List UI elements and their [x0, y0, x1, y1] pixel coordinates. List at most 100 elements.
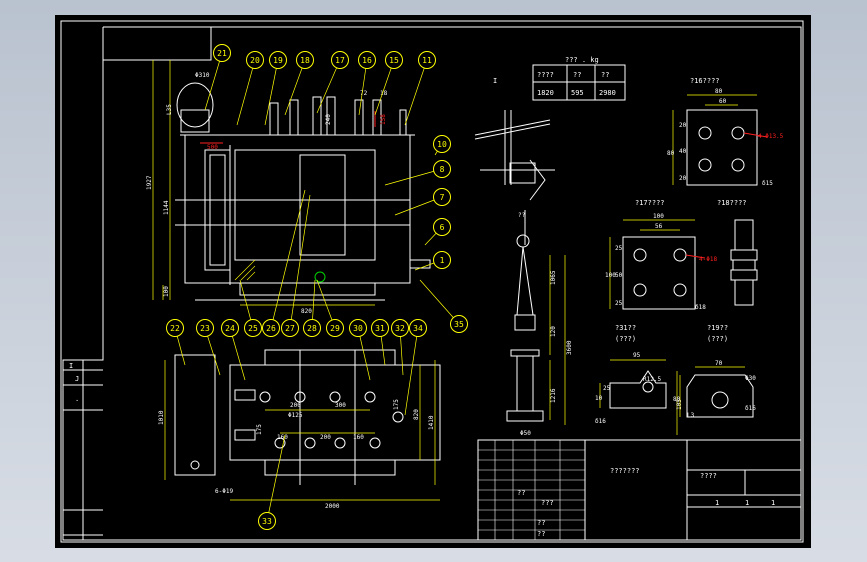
- d19-dim-phi30: Φ30: [745, 375, 756, 382]
- d16-dim-20b: 20: [679, 175, 687, 182]
- plan-dimensions: [164, 360, 440, 501]
- callout-17: 17: [335, 56, 345, 65]
- dim-120: 120: [550, 326, 557, 337]
- callout-circle-23: [196, 319, 214, 337]
- callout-circle-26: [262, 319, 280, 337]
- weight-table: ??? . kg ???? ?? ?? 1820 595 2980: [532, 56, 626, 101]
- callout-35: 35: [454, 320, 464, 329]
- callout-10: 10: [437, 140, 447, 149]
- titleblock-cell-3: ???: [541, 499, 554, 507]
- callout-leader-18: [284, 59, 306, 116]
- callout-circle-28: [303, 319, 321, 337]
- detail-19-sub: (???): [707, 335, 728, 343]
- d19-dim-thk: δ16: [745, 405, 756, 412]
- weight-header-3: ??: [601, 71, 609, 79]
- titleblock-cell-5: ??: [537, 530, 545, 538]
- dim-1216: 1216: [550, 388, 557, 403]
- callout-leader-20: [236, 59, 256, 126]
- callout-circle-35: [450, 315, 468, 333]
- callout-circle-34: [409, 319, 427, 337]
- dim-18: 18: [380, 90, 388, 97]
- callout-24: 24: [225, 324, 235, 333]
- d16-dim-20a: 20: [679, 122, 687, 129]
- detail-18: ?18????: [717, 199, 758, 306]
- callout-circle-15: [385, 51, 403, 69]
- d17-dim-25a: 25: [615, 245, 623, 252]
- cad-drawing: I J .: [60, 20, 804, 543]
- d16-dim-thk: δ15: [762, 180, 773, 187]
- dim-3600: 3600: [566, 340, 573, 355]
- detail-31-sub: (???): [615, 335, 636, 343]
- front-dim-labels: Φ310 L35 1927 1144 100 820 500 72 18 158…: [146, 72, 388, 315]
- callout-20: 20: [250, 56, 260, 65]
- callout-19: 19: [273, 56, 283, 65]
- d16-dim-80v: 80: [667, 150, 675, 157]
- detail-18-title: ?18????: [717, 199, 747, 207]
- d16-dim-80: 80: [715, 88, 723, 95]
- detail-17: ?17???? 100 56 25 25 50 100 4-Φ18 δ18: [605, 199, 717, 311]
- section-mark: I: [493, 77, 497, 85]
- weight-value-2: 595: [571, 89, 584, 97]
- dim-240: 240: [325, 114, 332, 125]
- d31-dim-25: 25: [603, 385, 611, 392]
- plan-dim-labels: 1010 2000 820 1410 200 300 160 200 160 1…: [158, 399, 435, 510]
- bushing-detail: [506, 210, 544, 422]
- dim-6phi19: 6-Φ19: [215, 488, 233, 495]
- dim-160b: 160: [353, 434, 364, 441]
- weight-header-1: ????: [537, 71, 554, 79]
- dim-300: 300: [335, 402, 346, 409]
- strip-label-2: J: [75, 375, 79, 383]
- callout-circle-24: [221, 319, 239, 337]
- callout-leader-33: [266, 434, 286, 522]
- bushing-title: ??: [518, 212, 526, 219]
- callout-33: 33: [262, 517, 272, 526]
- detail-31: ?31?? (???) 95 10 25 R12.5 105 δ16: [595, 324, 683, 435]
- dim-72: 72: [360, 90, 368, 97]
- callout-leader-19: [264, 59, 279, 126]
- bushing-dimensions: [549, 255, 566, 425]
- callout-circle-31: [371, 319, 389, 337]
- callout-leader-24: [229, 327, 246, 381]
- strip-label-3: .: [75, 395, 79, 403]
- dim-phi310: Φ310: [195, 72, 210, 79]
- dim-1410: 1410: [428, 415, 435, 430]
- section-i: [474, 110, 555, 201]
- dim-100: 100: [163, 286, 170, 297]
- dim-160a: 160: [277, 434, 288, 441]
- d17-dim-56: 56: [655, 223, 663, 230]
- callout-6: 6: [440, 223, 445, 232]
- d31-dim-95: 95: [633, 352, 641, 359]
- callout-26: 26: [266, 324, 276, 333]
- drawing-name: ???????: [610, 467, 640, 475]
- callout-28: 28: [307, 324, 317, 333]
- dim-phi50: Φ50: [520, 430, 531, 437]
- titleblock-cell-2: ??: [517, 489, 525, 497]
- callout-7: 7: [440, 193, 445, 202]
- d17-dim-100v: 100: [605, 272, 616, 279]
- callout-leader-35: [419, 279, 460, 325]
- detail-17-title: ?17????: [635, 199, 665, 207]
- callout-leader-8: [384, 168, 443, 186]
- d16-dim-40: 40: [679, 148, 687, 155]
- callout-25: 25: [248, 324, 258, 333]
- callout-29: 29: [330, 324, 340, 333]
- titleblock-scale-2: 1: [745, 499, 749, 507]
- callout-leader-27: [289, 194, 311, 329]
- callout-18: 18: [300, 56, 310, 65]
- callout-27: 27: [285, 324, 295, 333]
- dim-1010: 1010: [158, 410, 165, 425]
- sheet-border: [60, 20, 804, 543]
- callout-1: 1: [440, 256, 445, 265]
- dim-500: 500: [207, 144, 218, 151]
- callout-circle-32: [391, 319, 409, 337]
- callout-circle-29: [326, 319, 344, 337]
- front-view-red-marks: [200, 111, 376, 144]
- detail-16-title: ?16????: [690, 77, 720, 85]
- weight-value-1: 1820: [537, 89, 554, 97]
- callout-leader-17: [316, 59, 341, 114]
- front-view: [175, 82, 431, 301]
- callout-leader-11: [404, 59, 428, 126]
- front-dimensions: [152, 60, 375, 306]
- bushing-dim-labels: ?? 1065 120 3600 1216 Φ50: [518, 212, 573, 437]
